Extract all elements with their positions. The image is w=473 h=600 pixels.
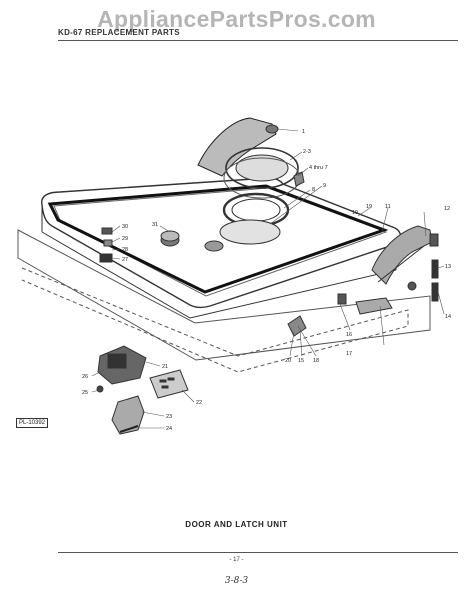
header-rule <box>58 40 458 41</box>
callout-15: 15 <box>298 358 304 364</box>
hinge-springs <box>407 259 439 302</box>
latch-plate <box>149 369 189 399</box>
callout-27: 27 <box>122 257 128 263</box>
callout-9: 9 <box>323 183 326 189</box>
diagram-caption: DOOR AND LATCH UNIT <box>185 520 288 529</box>
callout-labels: 1 2-3 4 thru 7 8 9 10 11 12 13 14 15 16 … <box>82 129 451 432</box>
callout-14: 14 <box>445 314 451 320</box>
plate-id-label: PL-10392 <box>16 418 49 428</box>
footer-rule <box>58 552 458 553</box>
callout-25: 25 <box>82 390 88 396</box>
callout-18: 18 <box>313 358 319 364</box>
callout-24: 24 <box>166 426 172 432</box>
rinse-cap <box>160 230 180 247</box>
page-header-title: KD-67 REPLACEMENT PARTS <box>58 28 180 37</box>
callout-13: 13 <box>445 264 451 270</box>
page-number: - 17 - <box>229 557 244 563</box>
latch-switch <box>96 345 147 393</box>
latch-bracket <box>287 293 393 337</box>
right-hinge-arm <box>371 225 439 285</box>
callout-16: 16 <box>346 332 352 338</box>
callout-1: 1 <box>302 129 305 135</box>
callout-31: 31 <box>152 222 158 228</box>
outer-door-panel <box>17 229 431 361</box>
callout-23: 23 <box>166 414 172 420</box>
watermark: AppliancePartsPros.com <box>97 6 376 32</box>
vent-hardware-left <box>99 227 113 263</box>
callout-2-3: 2-3 <box>303 149 311 155</box>
callout-8: 8 <box>312 187 315 193</box>
callout-11: 11 <box>385 204 391 210</box>
callout-19: 19 <box>366 204 372 210</box>
callout-30: 30 <box>122 224 128 230</box>
callout-21: 21 <box>162 364 168 370</box>
door-handle <box>111 395 145 435</box>
callout-4-thru-7: 4 thru 7 <box>309 165 328 171</box>
bottom-trim-dashed <box>21 267 409 373</box>
callout-10: 10 <box>352 210 358 216</box>
callout-26: 26 <box>82 374 88 380</box>
callout-28: 28 <box>122 247 128 253</box>
liner-opening <box>204 219 281 252</box>
callout-20: 20 <box>285 358 291 364</box>
callout-17: 17 <box>346 351 352 357</box>
callout-29: 29 <box>122 236 128 242</box>
handwritten-note: 3-8-3 <box>224 576 249 586</box>
leader-lines <box>91 128 445 429</box>
dispenser-ring <box>223 147 305 199</box>
callout-12: 12 <box>444 206 450 212</box>
callout-22: 22 <box>196 400 202 406</box>
